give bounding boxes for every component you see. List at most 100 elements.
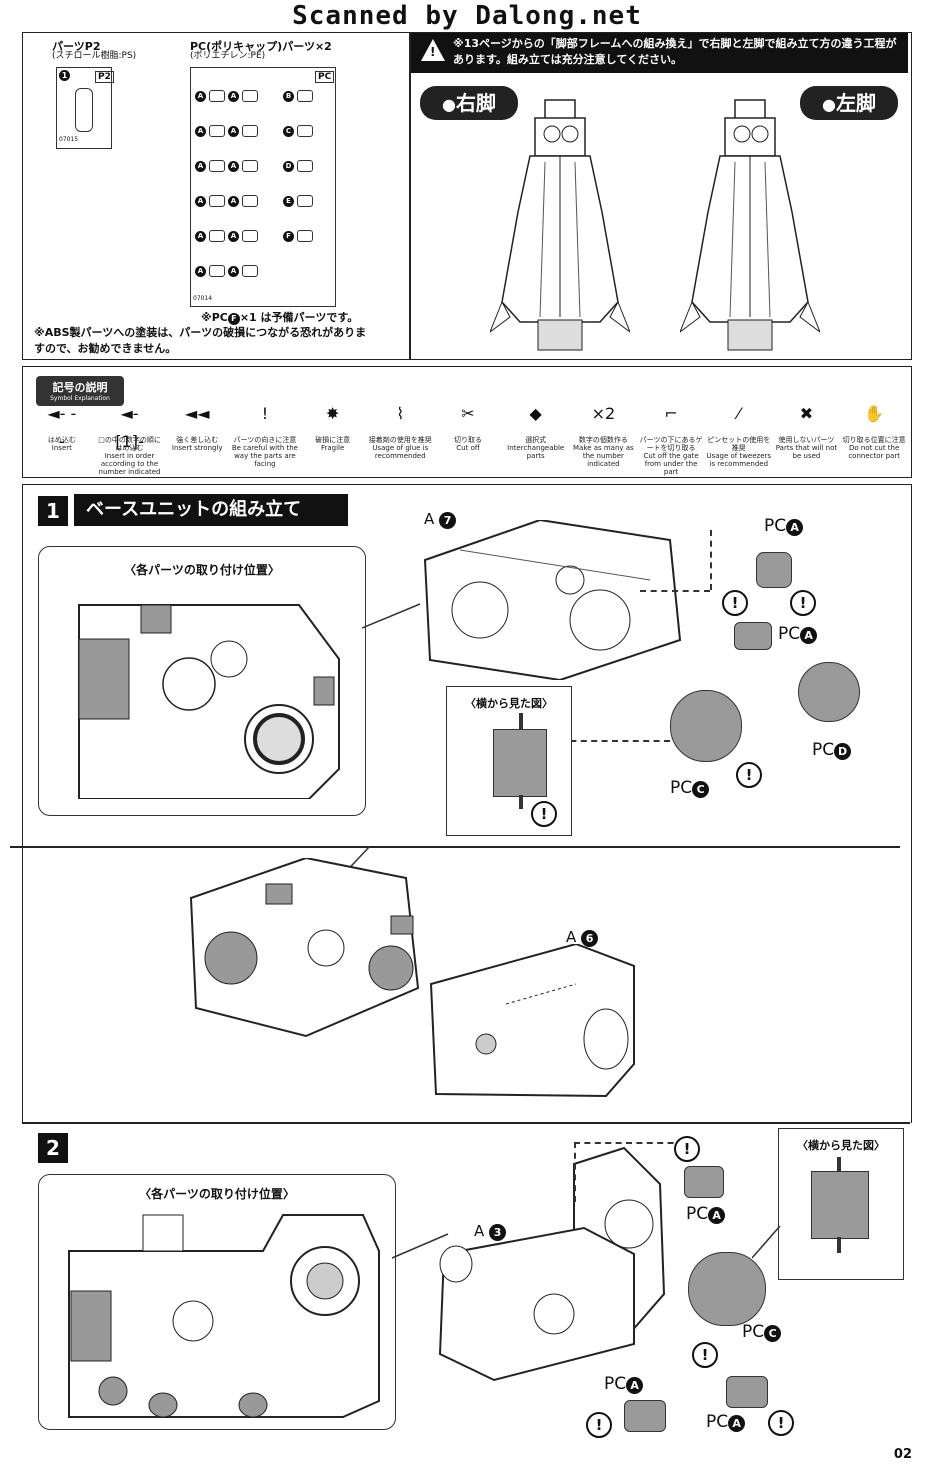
tweezers-icon: ⁄ [737, 404, 741, 423]
caution-icon: ! [261, 404, 269, 423]
symbol-label-jp: パーツの向きに注意 [233, 436, 297, 444]
symbol-label-en: Do not cut the connector part [848, 444, 900, 460]
fragile-icon: ✸ [325, 404, 340, 423]
parts-frame [22, 32, 912, 360]
gate-cut-icon: ⌐ [664, 404, 678, 423]
symbols-title-box: 記号の説明 Symbol Explanation [36, 376, 124, 406]
pc-a-badge: A [626, 1377, 644, 1394]
symbol-label-jp: 選択式 [525, 436, 547, 444]
part-a6-illustration [429, 944, 635, 1098]
pc-part-letter-badge: A [195, 265, 206, 277]
part-a3-number: 3 [489, 1224, 507, 1241]
pc-part-letter-badge: B [283, 90, 294, 102]
right-leg-label: ●右脚 [420, 86, 518, 120]
part-shape [75, 88, 93, 132]
part-a6-number: 6 [581, 930, 599, 947]
symbol-label-en: Insert strongly [171, 444, 223, 452]
insert-arrow-icon: ◄- - - [47, 404, 77, 451]
callout-pointer [752, 1226, 781, 1259]
runner-p2: 1 P2 07015 [56, 67, 114, 149]
step-divider [22, 1122, 910, 1124]
pc-part-letter-badge: A [195, 125, 206, 137]
pc-part-letter-badge: A [195, 230, 206, 242]
pc-part-shape [242, 195, 258, 207]
symbol-label-en: Parts that will not be used [775, 444, 838, 460]
pc-part-shape [242, 125, 258, 137]
pc-a-badge: A [800, 627, 818, 644]
part-a6-letter: A [566, 928, 577, 946]
step1-title: ベースユニットの組み立て [74, 494, 348, 526]
bullet-icon: ● [442, 95, 456, 114]
pc-c-badge: C [692, 781, 710, 798]
part-a7-illustration [423, 520, 682, 680]
not-used-icon: ✖ [799, 404, 814, 423]
left-leg-label: ●左脚 [800, 86, 898, 120]
caution-icon: ! [722, 590, 748, 616]
left-leg-text: 左脚 [835, 91, 876, 115]
left-leg-illustration [680, 99, 820, 351]
pc-a-badge: A [728, 1415, 746, 1432]
parts-divider [409, 32, 411, 360]
insert-order-icon: ◄-[1]- [115, 404, 144, 451]
pc-prefix: PC [764, 516, 787, 536]
pc-part-letter-badge: A [228, 195, 239, 207]
symbol-label-en: Usage of tweezers is recommended [706, 452, 772, 468]
symbol-label-jp: □の中の数字の順にはめ込む [98, 436, 161, 452]
glue-icon: ⌇ [396, 404, 405, 423]
pc-c-part [670, 690, 742, 762]
right-leg-illustration [490, 99, 630, 351]
position-label: 〈各パーツの取り付け位置〉 [124, 563, 280, 577]
pin [519, 795, 523, 809]
pc-part-letter-badge: D [283, 160, 294, 172]
pc-part-shape [297, 160, 313, 172]
cut-off-icon: ✂ [461, 404, 475, 423]
runner-code: 07015 [59, 136, 79, 143]
pc-prefix: PC [604, 1374, 627, 1394]
symbol-label-jp: パーツの下にあるゲートを切り取る [639, 436, 703, 452]
interchangeable-icon: ◆ [529, 404, 542, 423]
parts-p2-title: パーツP2 [52, 40, 101, 53]
pc-a-part [684, 1166, 724, 1198]
pc-part-letter-badge: A [228, 230, 239, 242]
pc-part-shape [209, 90, 225, 102]
caution-icon: ! [768, 1410, 794, 1436]
warning-exclaim: ! [430, 45, 436, 59]
pc-a-part [734, 622, 772, 650]
caution-icon: ! [586, 1412, 612, 1438]
part-number-badge: 1 [59, 70, 70, 81]
part-a3-letter: A [474, 1222, 485, 1240]
symbols-title: 記号の説明 [52, 381, 108, 394]
step1-number: 1 [38, 496, 68, 526]
pc-prefix: PC [778, 624, 801, 644]
spare-note-tail: ×1 は予備パーツです。 [239, 311, 359, 324]
pc-prefix: PC [706, 1412, 729, 1432]
abs-paint-note: ※ABS製パーツへの塗装は、パーツの破損につながる恐れがありますので、お勧めでき… [34, 326, 367, 355]
symbol-label-jp: 切り取る [453, 436, 482, 444]
pc-part-letter-badge: F [283, 230, 294, 242]
pc-prefix: PC [742, 1322, 765, 1342]
scan-banner: Scanned by Dalong.net [292, 1, 642, 31]
step1-side-view: 〈横から見た図〉 ! [446, 686, 572, 836]
pc-runner-row: F [283, 226, 313, 246]
pin [837, 1237, 841, 1253]
pc-part-letter-badge: A [195, 160, 206, 172]
part-a7-letter: A [424, 510, 435, 528]
no-cut-connector-icon: ✋ [864, 404, 885, 423]
callout-pointer [392, 1233, 449, 1259]
symbol-label-en: Be careful with the way the parts are fa… [231, 444, 298, 468]
pc-runner-row: C [283, 121, 313, 141]
pc-part-shape [242, 90, 258, 102]
pc-part-letter-badge: E [283, 195, 294, 207]
spare-letter-badge: F [227, 313, 240, 325]
pin [519, 713, 523, 733]
